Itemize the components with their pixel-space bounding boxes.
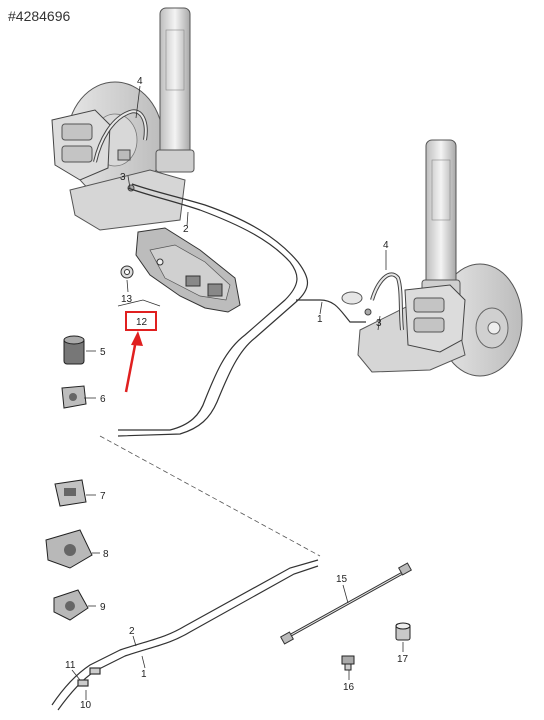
callout-4-right: 4 — [383, 240, 389, 251]
callout-4-left: 4 — [137, 76, 143, 87]
highlight-part-12 — [124, 311, 157, 393]
part-9-holder — [53, 589, 89, 621]
callout-13: 13 — [121, 294, 133, 305]
brake-lines-lower — [51, 559, 319, 711]
callout-10: 10 — [80, 700, 92, 711]
leader-lines — [71, 85, 404, 700]
callout-15: 15 — [336, 574, 348, 585]
callout-17: 17 — [397, 654, 409, 665]
callout-3-left: 3 — [120, 172, 126, 183]
part-15-rod — [280, 562, 412, 645]
guide-line — [99, 435, 321, 557]
callout-2-upper: 2 — [183, 224, 189, 235]
part-16-bolt — [341, 655, 355, 671]
part-6-clip — [61, 385, 87, 409]
callout-2-lower: 2 — [129, 626, 135, 637]
part-5-bush — [63, 335, 85, 365]
part-17-sleeve — [395, 622, 411, 641]
part-8-holder — [45, 529, 93, 569]
callout-3-right: 3 — [376, 318, 382, 329]
highlight-arrowhead — [131, 331, 143, 346]
brake-lines-upper — [117, 183, 366, 437]
callout-1-lower: 1 — [141, 669, 147, 680]
callout-7: 7 — [100, 491, 106, 502]
callouts: 4 3 2 13 12 5 6 1 4 3 7 8 9 15 2 1 11 10… — [65, 76, 409, 711]
callout-11: 11 — [65, 660, 76, 671]
callout-6: 6 — [100, 394, 106, 405]
heat-shield — [135, 227, 241, 313]
callout-1-upper: 1 — [317, 314, 323, 325]
callout-5: 5 — [100, 347, 106, 358]
callout-8: 8 — [103, 549, 109, 560]
right-strut-assembly — [341, 139, 523, 377]
part-7-clip — [54, 479, 87, 507]
highlight-box — [125, 311, 157, 331]
callout-12: 12 — [136, 317, 148, 328]
part-13-nut — [120, 265, 134, 279]
left-strut-assembly — [51, 7, 195, 231]
reference-number: #4284696 — [8, 8, 71, 24]
callout-16: 16 — [343, 682, 355, 693]
highlight-arrow — [124, 339, 138, 393]
callout-9: 9 — [100, 602, 106, 613]
